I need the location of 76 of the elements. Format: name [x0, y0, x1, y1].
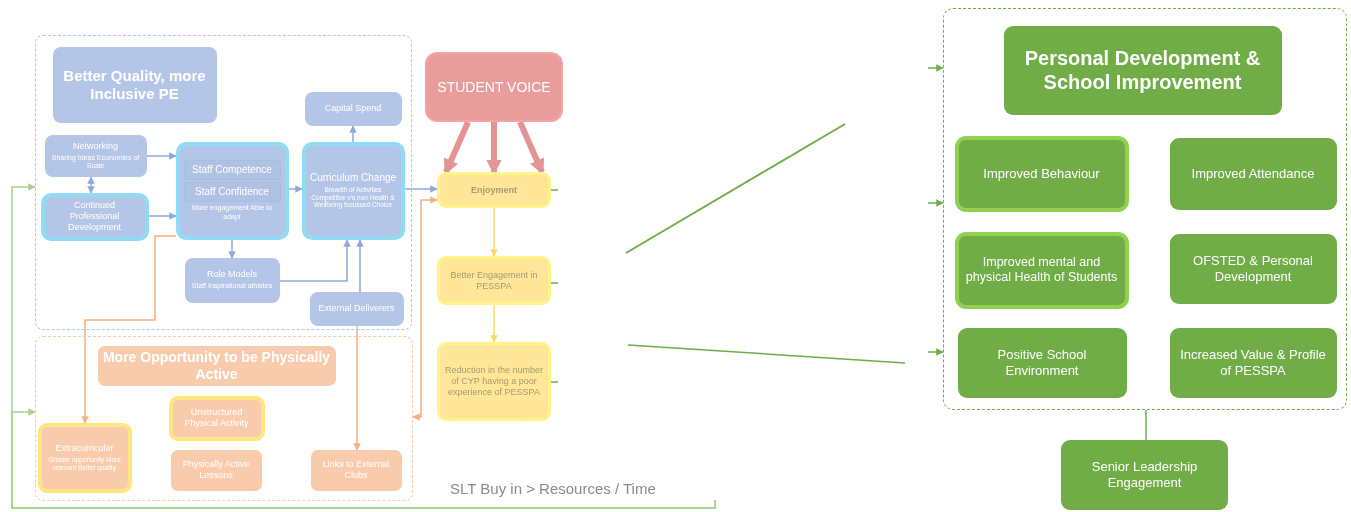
- arrow: [927, 199, 944, 207]
- box-title: Improved mental and physical Health of Students: [964, 255, 1119, 285]
- process-box: [170, 449, 262, 491]
- arrow: [927, 64, 944, 72]
- process-box: [1169, 137, 1337, 210]
- box-title: Improved Behaviour: [983, 165, 1100, 182]
- process-box: [954, 231, 1129, 309]
- box-title: External Deliverers: [318, 303, 395, 314]
- box-title: STUDENT VOICE: [437, 78, 551, 96]
- box-title: More Opportunity to be Physically Active: [101, 348, 332, 383]
- box-title: Positive School Environment: [996, 346, 1088, 379]
- arrow: [927, 348, 944, 356]
- process-box: [40, 192, 149, 241]
- arrow: [288, 185, 303, 193]
- process-box: [437, 172, 551, 208]
- connector-line: [550, 189, 559, 191]
- arrow: [490, 304, 498, 343]
- process-box: [168, 395, 265, 441]
- box-title: Curriculum Change: [309, 171, 397, 184]
- process-box: [184, 257, 280, 303]
- arrow: [11, 408, 716, 509]
- process-box: [44, 134, 147, 177]
- box-title: Personal Development & School Improvement: [1023, 46, 1262, 94]
- box-title: Increased Value & Profile of PESSPA: [1179, 346, 1327, 379]
- process-box: [425, 52, 563, 122]
- dashed-group-frame: [35, 336, 413, 501]
- arrow: [228, 239, 236, 259]
- arrow: [349, 125, 357, 143]
- process-box: [37, 422, 132, 493]
- arrow: [148, 212, 177, 220]
- process-box: [175, 141, 289, 240]
- box-title: Physically Active Lessons: [181, 459, 251, 481]
- box-title: Better Engagement in PESSPA: [449, 269, 539, 292]
- connector-line: [550, 282, 559, 284]
- process-box: [957, 327, 1127, 398]
- process-box: [301, 141, 405, 240]
- process-box: [309, 291, 404, 326]
- box-title: OFSTED & Personal Development: [1192, 252, 1314, 285]
- process-box: [304, 91, 402, 126]
- process-box: [437, 342, 551, 421]
- arrow: [279, 239, 351, 282]
- box-title: Senior Leadership Engagement: [1090, 459, 1199, 491]
- box-title: Links to External Clubs: [321, 459, 391, 481]
- box-title: Role Models: [207, 269, 257, 281]
- connector-line: [550, 381, 559, 383]
- arrow: [404, 185, 438, 193]
- arrow: [356, 239, 364, 293]
- box-title: Networking: [73, 140, 118, 152]
- box-title: Capital Spend: [324, 103, 382, 114]
- box-title: Continued Professional Development: [67, 200, 122, 233]
- box-title: Better Quality, more Inclusive PE: [62, 66, 207, 103]
- note-text: SLT Buy in > Resources / Time: [450, 480, 656, 497]
- arrow: [81, 235, 177, 424]
- box-title: Enjoyment: [471, 184, 517, 196]
- process-box: [310, 449, 402, 491]
- dashed-group-frame: [943, 8, 1347, 410]
- box-title: Staff Competence: [183, 160, 281, 181]
- box-title: Reduction in the number of CYP having a poor experience of PESSPA: [444, 365, 544, 398]
- process-box: [1003, 25, 1282, 115]
- arrow: [412, 196, 438, 421]
- arrow: [353, 325, 361, 451]
- connector-line: [1145, 409, 1147, 441]
- box-detail: Staff Confidence: [183, 182, 281, 203]
- arrow: [490, 207, 498, 257]
- dashed-group-frame: [35, 35, 412, 330]
- box-title: Extracurricular: [55, 443, 114, 455]
- process-box: [437, 256, 551, 305]
- box-title: Improved Attendance: [1191, 165, 1315, 182]
- process-box: [1061, 440, 1228, 510]
- arrow: [146, 152, 177, 160]
- process-box: [1169, 233, 1337, 304]
- process-box: [1169, 327, 1337, 398]
- arrow: [87, 176, 95, 194]
- process-box: [954, 135, 1129, 212]
- process-box: [52, 46, 217, 123]
- box-title: Unstructured Physical Activity: [183, 407, 250, 429]
